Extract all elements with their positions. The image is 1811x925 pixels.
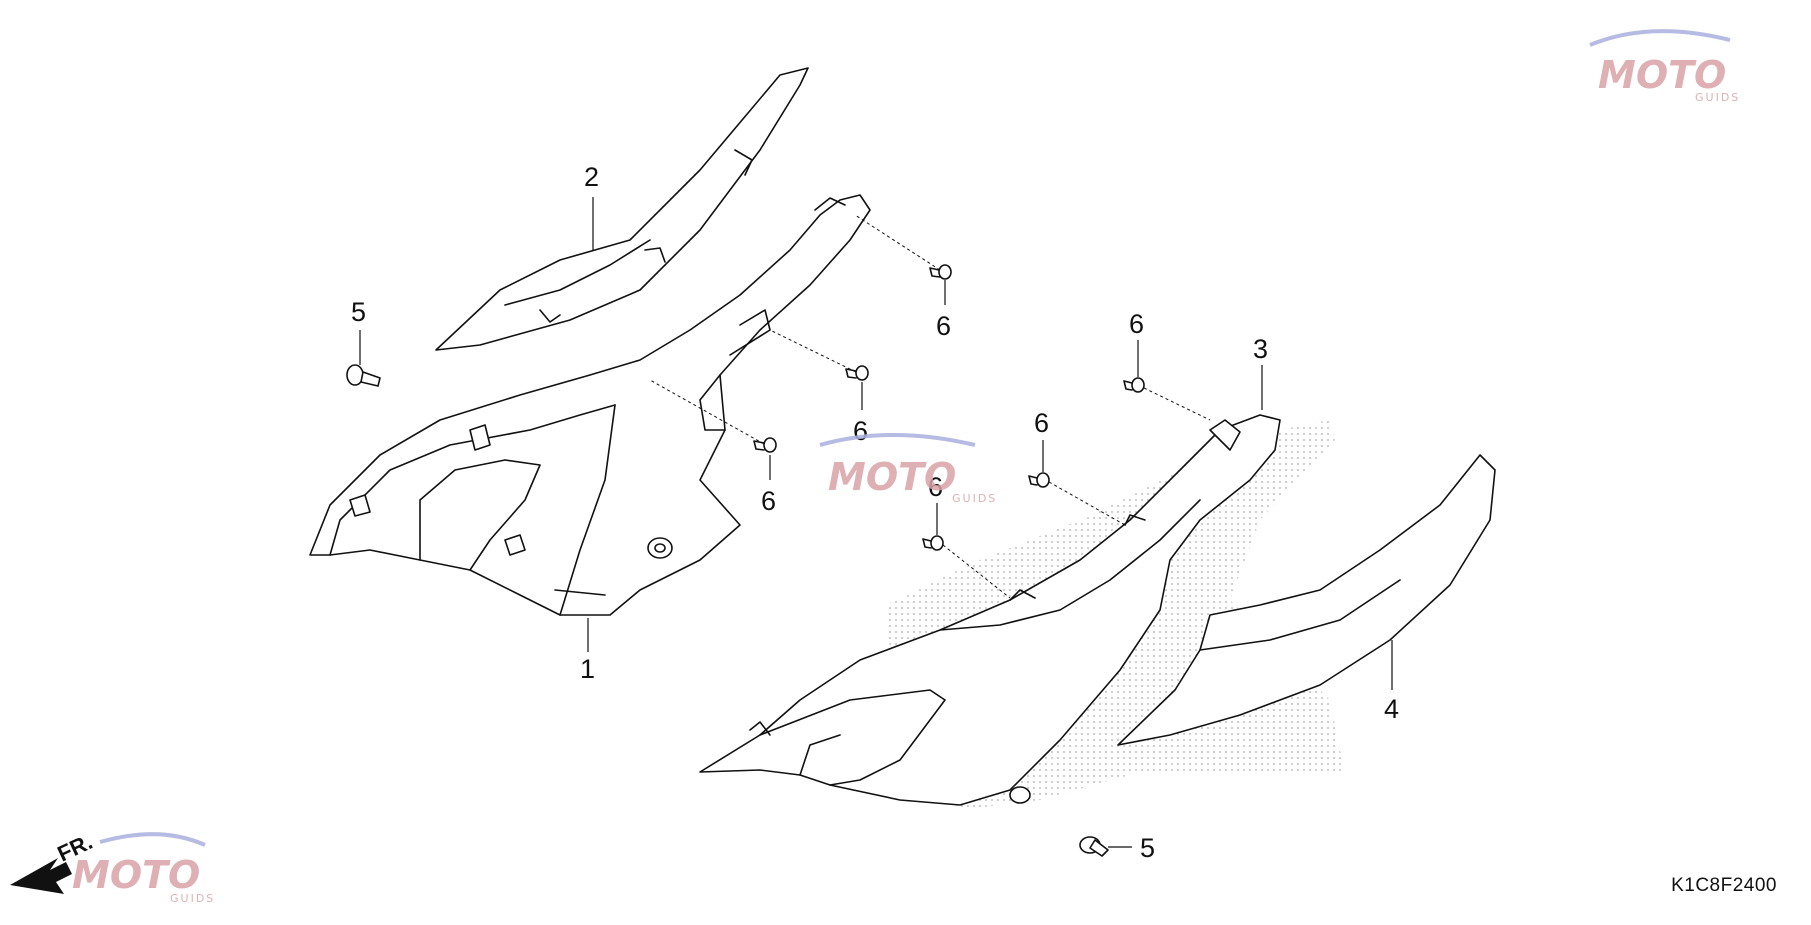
part-1-side-cover-left	[309, 194, 871, 616]
callout-6-a: 6	[936, 311, 951, 341]
callout-2: 2	[584, 162, 599, 192]
watermark-logo-top: MOTO GUIDS	[1589, 29, 1740, 104]
leader-lines	[359, 197, 1393, 848]
watermark-logo-bottom: MOTO GUIDS	[72, 832, 215, 905]
screw-6-c	[753, 437, 777, 453]
screw-6-d	[1123, 377, 1145, 393]
callout-6-b: 6	[853, 416, 868, 446]
part-4-lower-strip	[1117, 454, 1496, 746]
svg-text:MOTO: MOTO	[72, 853, 200, 897]
part-3-side-cover-right	[699, 414, 1281, 806]
callout-1: 1	[580, 654, 595, 684]
callout-4: 4	[1384, 694, 1399, 724]
guide-lines	[649, 214, 1211, 599]
callout-6-e: 6	[1034, 408, 1049, 438]
callout-6-f: 6	[928, 472, 943, 502]
screw-6-b	[845, 365, 869, 381]
bolt-5-bottom	[1079, 836, 1109, 857]
svg-text:MOTO: MOTO	[828, 455, 956, 499]
callout-6-c: 6	[761, 486, 776, 516]
svg-text:MOTO: MOTO	[1598, 53, 1726, 97]
callout-3: 3	[1253, 334, 1268, 364]
screw-6-f	[922, 535, 944, 551]
callout-5-left: 5	[351, 297, 366, 327]
svg-text:GUIDS: GUIDS	[952, 492, 997, 505]
screw-6-a	[929, 264, 952, 280]
diagram-code: K1C8F2400	[1671, 875, 1777, 896]
screw-6-e	[1028, 472, 1050, 488]
svg-text:GUIDS: GUIDS	[1695, 91, 1740, 104]
bolt-5-left	[346, 364, 381, 387]
svg-text:GUIDS: GUIDS	[170, 892, 215, 905]
watermark-logo-center: MOTO GUIDS	[819, 433, 997, 505]
callout-5-bottom: 5	[1140, 833, 1155, 863]
part-2-upper-cover	[435, 67, 809, 351]
callout-6-d: 6	[1129, 309, 1144, 339]
